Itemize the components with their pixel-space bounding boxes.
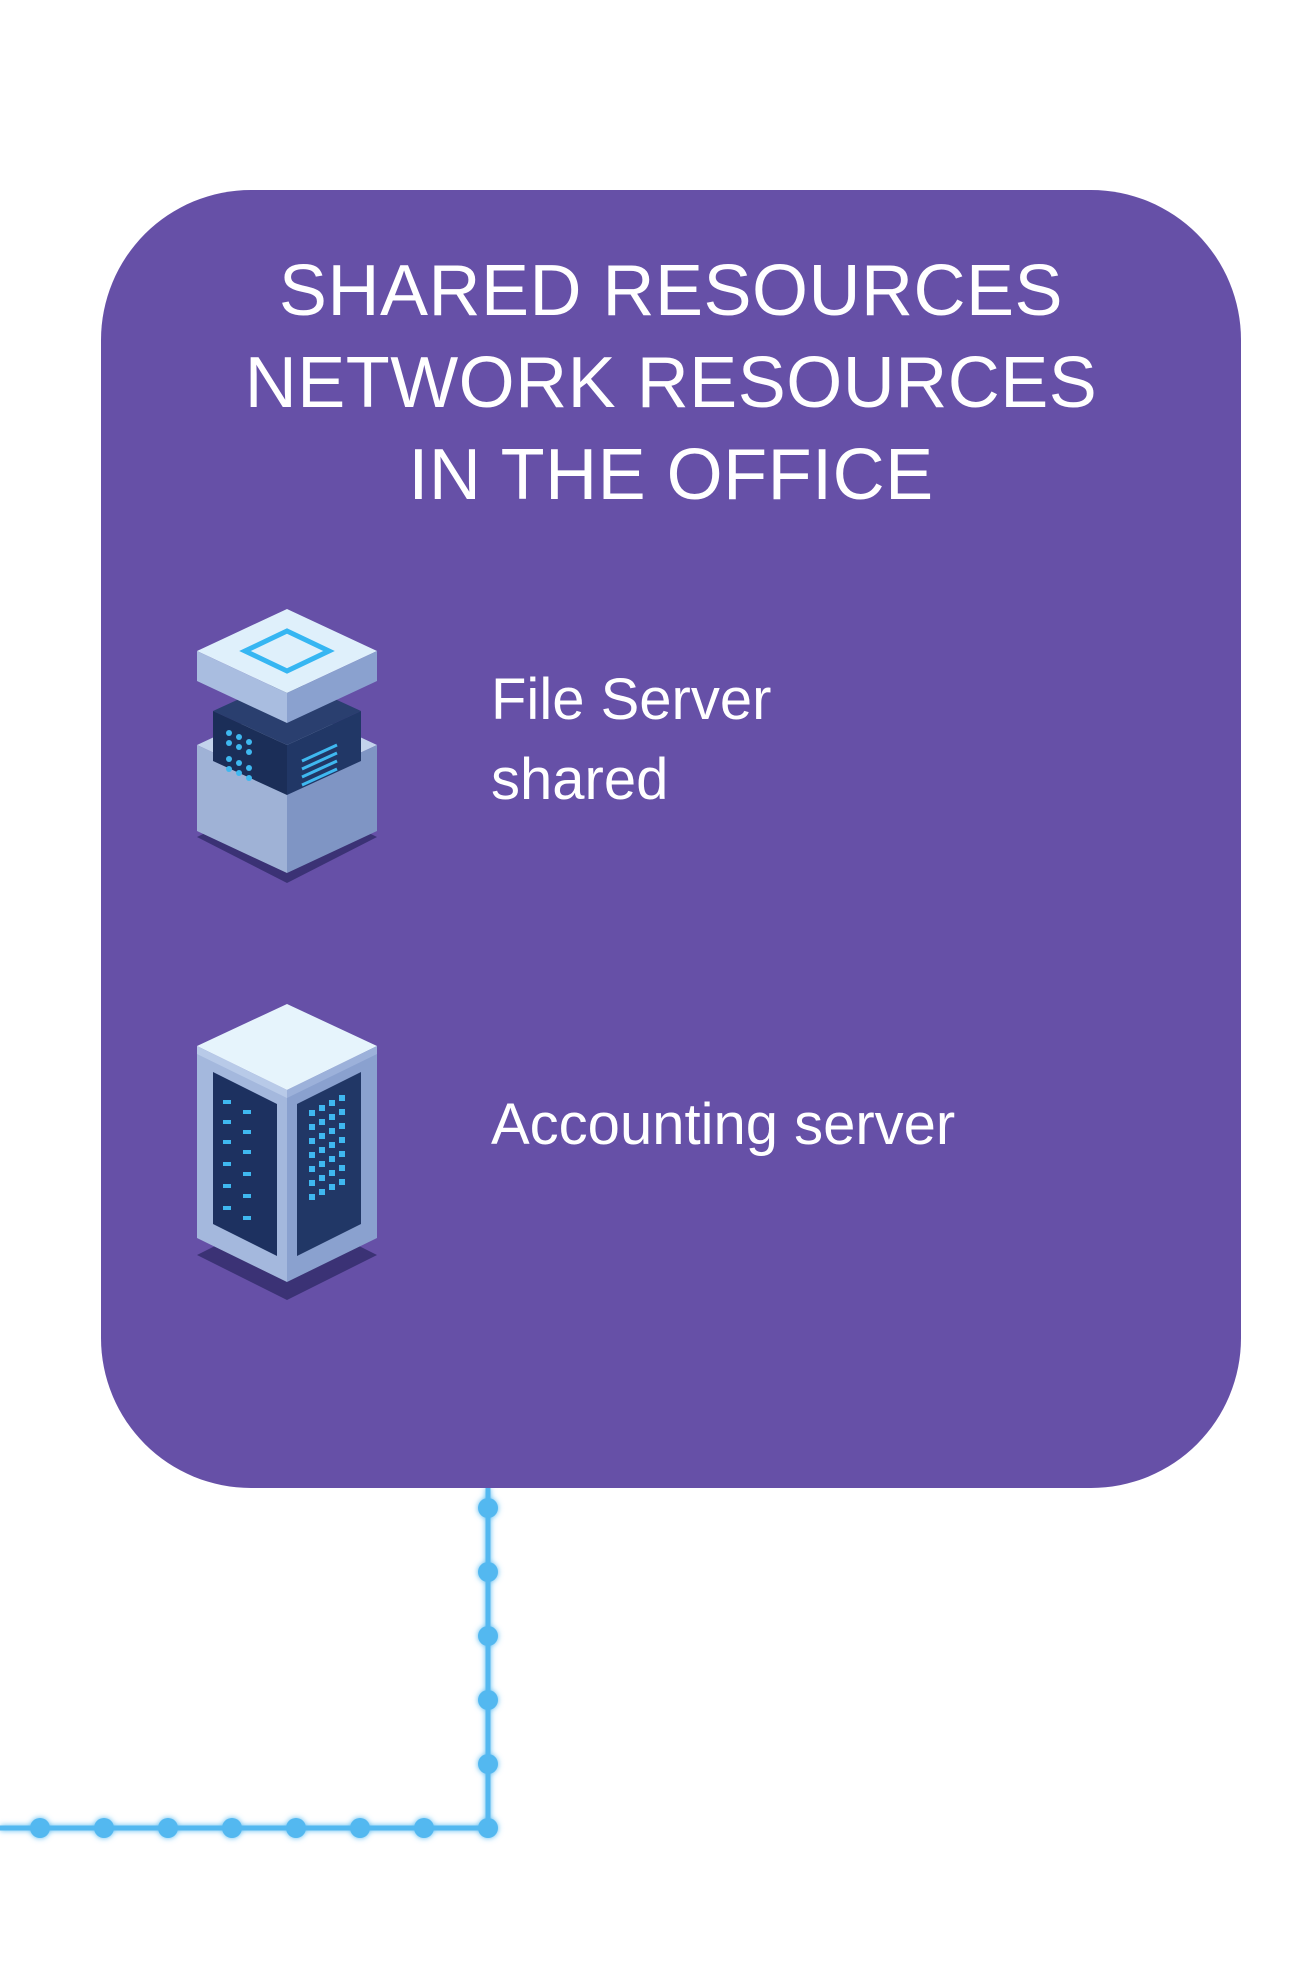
connector-node: [350, 1818, 370, 1838]
accounting-server-icon: [187, 1000, 387, 1320]
accounting-server-label: Accounting server: [491, 1085, 955, 1165]
connector-node: [478, 1498, 498, 1518]
connector-node: [94, 1818, 114, 1838]
connector-node: [478, 1562, 498, 1582]
connector-node: [286, 1818, 306, 1838]
panel-title: SHARED RESOURCES NETWORK RESOURCES IN TH…: [101, 245, 1241, 521]
connector-node: [478, 1626, 498, 1646]
connector-node: [158, 1818, 178, 1838]
panel-title-line-1: SHARED RESOURCES: [278, 251, 1064, 331]
connector-node: [478, 1754, 498, 1774]
accounting-server-label-line-1: Accounting server: [491, 1092, 956, 1157]
connector-node: [30, 1818, 50, 1838]
file-server-label: File Server shared: [491, 660, 771, 820]
panel-title-line-2: NETWORK RESOURCES: [244, 343, 1098, 423]
file-server-label-line-1: File Server: [491, 667, 772, 732]
file-server-label-line-2: shared: [491, 747, 669, 812]
connector-node: [414, 1818, 434, 1838]
connector-node: [478, 1690, 498, 1710]
connector-node: [478, 1818, 498, 1838]
shared-resources-panel: SHARED RESOURCES NETWORK RESOURCES IN TH…: [101, 190, 1241, 1488]
file-server-icon: [187, 605, 387, 925]
connector-node: [222, 1818, 242, 1838]
panel-title-line-3: IN THE OFFICE: [408, 435, 934, 515]
